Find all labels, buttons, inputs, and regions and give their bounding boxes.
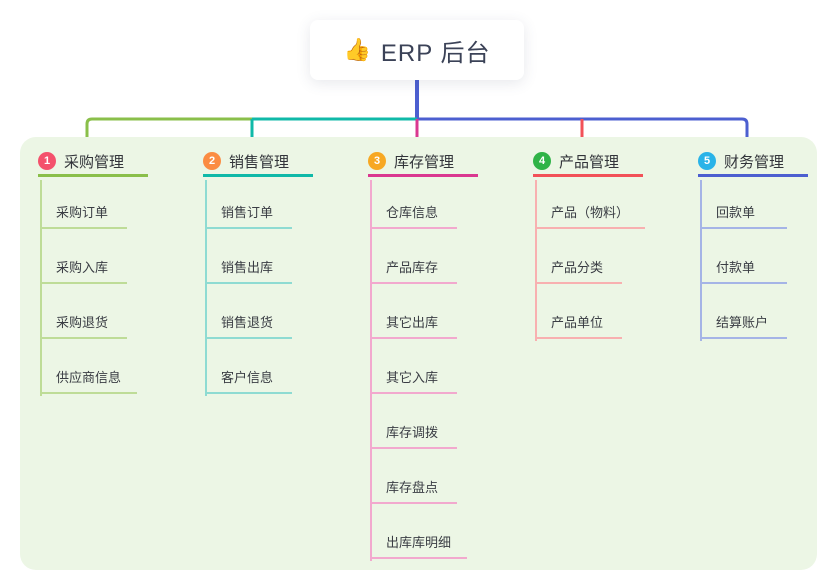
branch-item[interactable]: 采购订单 [40, 198, 127, 229]
branch-label: 库存管理 [394, 153, 455, 171]
branch-item[interactable]: 其它出库 [370, 308, 457, 339]
branch-item[interactable]: 销售退货 [205, 308, 292, 339]
branches-panel [20, 137, 817, 570]
root-node-label: ERP 后台 [380, 39, 491, 67]
branch-label: 财务管理 [724, 153, 785, 171]
branch-item[interactable]: 结算账户 [700, 308, 787, 339]
branch-item[interactable]: 采购入库 [40, 253, 127, 284]
branch-item[interactable]: 付款单 [700, 253, 787, 284]
branch-item[interactable]: 销售订单 [205, 198, 292, 229]
branch-header-4[interactable]: 4 产品管理 [533, 148, 643, 177]
thumbs-up-icon: 👍 [343, 37, 371, 62]
branch-number-badge: 2 [203, 152, 221, 170]
branch-item[interactable]: 产品单位 [535, 308, 622, 339]
branch-item[interactable]: 客户信息 [205, 363, 292, 394]
branch-label: 销售管理 [229, 153, 290, 171]
branch-connector-line [370, 180, 372, 561]
branch-label: 产品管理 [559, 153, 620, 171]
branch-number-badge: 3 [368, 152, 386, 170]
branch-label: 采购管理 [64, 153, 125, 171]
branch-number-badge: 1 [38, 152, 56, 170]
branch-number-badge: 5 [698, 152, 716, 170]
branch-connector-line [535, 180, 537, 341]
branch-header-3[interactable]: 3 库存管理 [368, 148, 478, 177]
branch-item[interactable]: 回款单 [700, 198, 787, 229]
branch-connector-line [40, 180, 42, 396]
branch-item[interactable]: 销售出库 [205, 253, 292, 284]
branch-item[interactable]: 仓库信息 [370, 198, 457, 229]
branch-item[interactable]: 采购退货 [40, 308, 127, 339]
branch-connector-line [205, 180, 207, 396]
branch-item[interactable]: 出库库明细 [370, 528, 468, 559]
branch-connector-line [700, 180, 702, 341]
branch-header-1[interactable]: 1 采购管理 [38, 148, 148, 177]
branch-number-badge: 4 [533, 152, 551, 170]
branch-item[interactable]: 其它入库 [370, 363, 457, 394]
branch-item[interactable]: 供应商信息 [40, 363, 138, 394]
branch-header-2[interactable]: 2 销售管理 [203, 148, 313, 177]
branch-item[interactable]: 产品分类 [535, 253, 622, 284]
branch-item[interactable]: 库存调拨 [370, 418, 457, 449]
root-node-erp[interactable]: 👍 ERP 后台 [310, 20, 524, 80]
branch-item[interactable]: 产品库存 [370, 253, 457, 284]
branch-item[interactable]: 库存盘点 [370, 473, 457, 504]
branch-item[interactable]: 产品（物料） [535, 198, 646, 229]
branch-header-5[interactable]: 5 财务管理 [698, 148, 808, 177]
